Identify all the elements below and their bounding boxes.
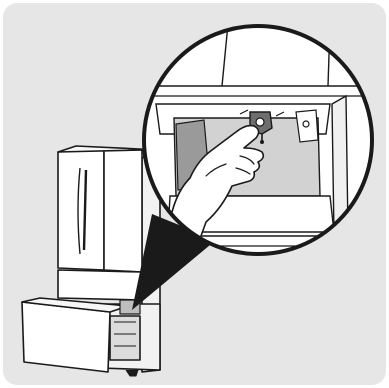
instruction-illustration (0, 0, 389, 388)
illustration-canvas (0, 0, 389, 388)
